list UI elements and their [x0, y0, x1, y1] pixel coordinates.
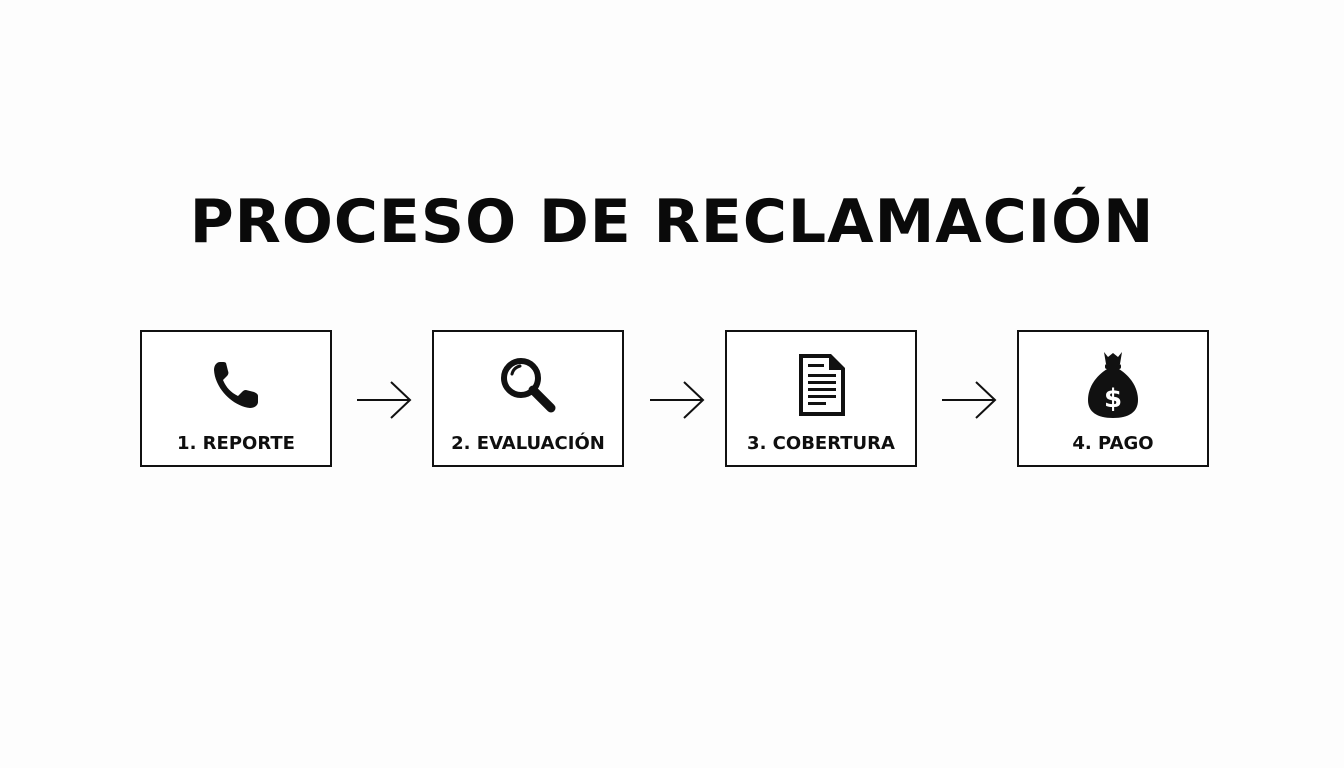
arrow-right-icon	[648, 380, 706, 420]
step-label: 4. PAGO	[1072, 433, 1154, 454]
arrow-right-icon	[940, 380, 998, 420]
step-label: 3. COBERTURA	[747, 433, 895, 454]
step-box-pago: $ 4. PAGO	[1017, 330, 1209, 467]
step-label: 1. REPORTE	[177, 433, 295, 454]
magnifier-icon	[492, 350, 564, 422]
document-icon	[785, 350, 857, 422]
step-box-reporte: 1. REPORTE	[140, 330, 332, 467]
arrow-right-icon	[355, 380, 413, 420]
diagram-title: PROCESO DE RECLAMACIÓN	[189, 187, 1155, 257]
step-label: 2. EVALUACIÓN	[451, 433, 605, 454]
money-bag-icon: $	[1077, 350, 1149, 422]
phone-icon	[200, 350, 272, 422]
step-box-cobertura: 3. COBERTURA	[725, 330, 917, 467]
dollar-sign: $	[1104, 384, 1122, 414]
step-box-evaluacion: 2. EVALUACIÓN	[432, 330, 624, 467]
